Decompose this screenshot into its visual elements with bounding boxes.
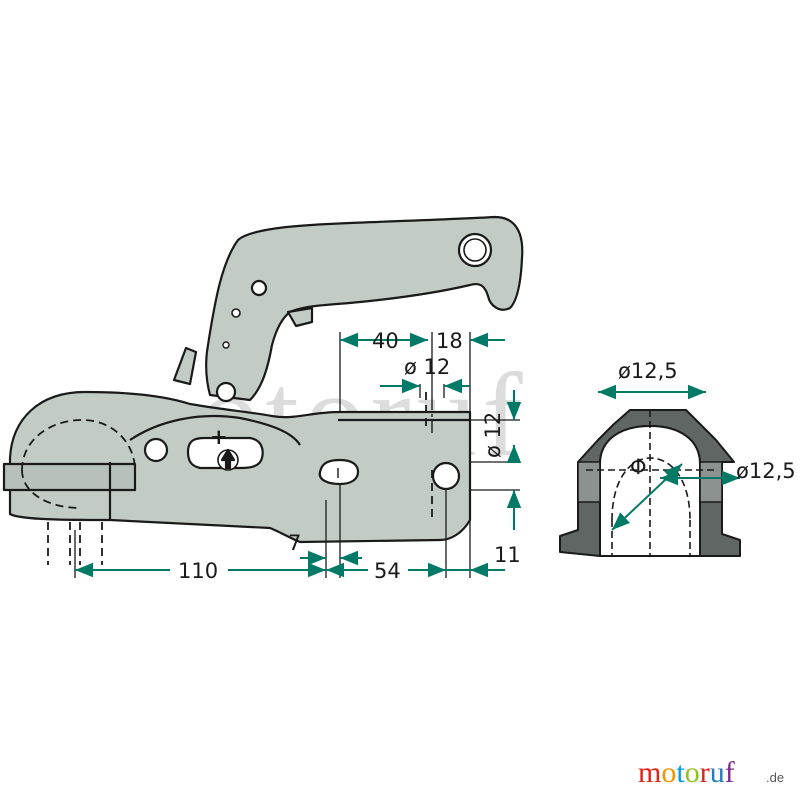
logo-letter-t: t xyxy=(676,756,685,789)
logo-letter-o1: o xyxy=(661,756,676,789)
lever-eye-inner xyxy=(463,238,487,262)
dim-label-40: 40 xyxy=(372,329,399,353)
logo-suffix: .de xyxy=(766,770,784,785)
dim-label-11: 11 xyxy=(494,543,521,567)
dim-label-18: 18 xyxy=(436,329,463,353)
lever-hole-tiny xyxy=(222,341,230,349)
lever-hole-key xyxy=(250,279,268,297)
dim-label-d125-side: ø12,5 xyxy=(736,459,796,483)
lever-pivot-hole xyxy=(215,381,237,403)
dim-label-d125-top: ø12,5 xyxy=(618,359,678,383)
lever-hole-small xyxy=(231,308,241,318)
shaft-hole xyxy=(431,461,461,491)
handle-lever xyxy=(205,215,524,402)
dim-label-d12-top: ø 12 xyxy=(404,355,450,379)
body-flange xyxy=(2,462,137,492)
logo-letter-r: r xyxy=(700,756,710,789)
logo-letter-m: m xyxy=(638,756,661,789)
section-right-slot xyxy=(699,461,723,503)
dim-label-110: 110 xyxy=(178,559,218,583)
body-inner-line xyxy=(129,415,301,446)
hidden-lines xyxy=(21,392,433,565)
dim-phi-line xyxy=(611,463,683,531)
dim-label-54: 54 xyxy=(374,559,401,583)
dim-label-phi: Φ xyxy=(630,455,647,479)
section-left-slot xyxy=(577,461,601,503)
body-hole-left xyxy=(143,437,169,463)
brand-logo: motoruf .de xyxy=(638,756,784,789)
section-dimension-lines xyxy=(598,384,740,531)
logo-letter-o2: o xyxy=(685,756,700,789)
svg-text:motoruf: motoruf xyxy=(638,756,735,789)
shaft-slot xyxy=(318,458,360,486)
dimension-labels: 40 18 ø 12 ø 12 110 7 54 11 xyxy=(170,329,521,583)
ball-socket-hidden xyxy=(21,419,136,471)
dim-label-7: 7 xyxy=(288,531,301,555)
lever-flap xyxy=(172,346,198,386)
coupling-side-view xyxy=(2,215,524,544)
dim-label-d12-side: ø 12 xyxy=(481,412,505,458)
center-lines xyxy=(337,398,433,478)
section-dimension-labels: ø12,5 ø12,5 Φ xyxy=(618,359,796,483)
logo-letter-u: u xyxy=(710,756,725,789)
indicator-arrow xyxy=(220,448,236,470)
logo-letter-f: f xyxy=(725,756,735,789)
plus-mark: + xyxy=(210,425,228,449)
lever-tab xyxy=(286,306,314,328)
ball-socket-hidden-lower xyxy=(21,469,81,509)
